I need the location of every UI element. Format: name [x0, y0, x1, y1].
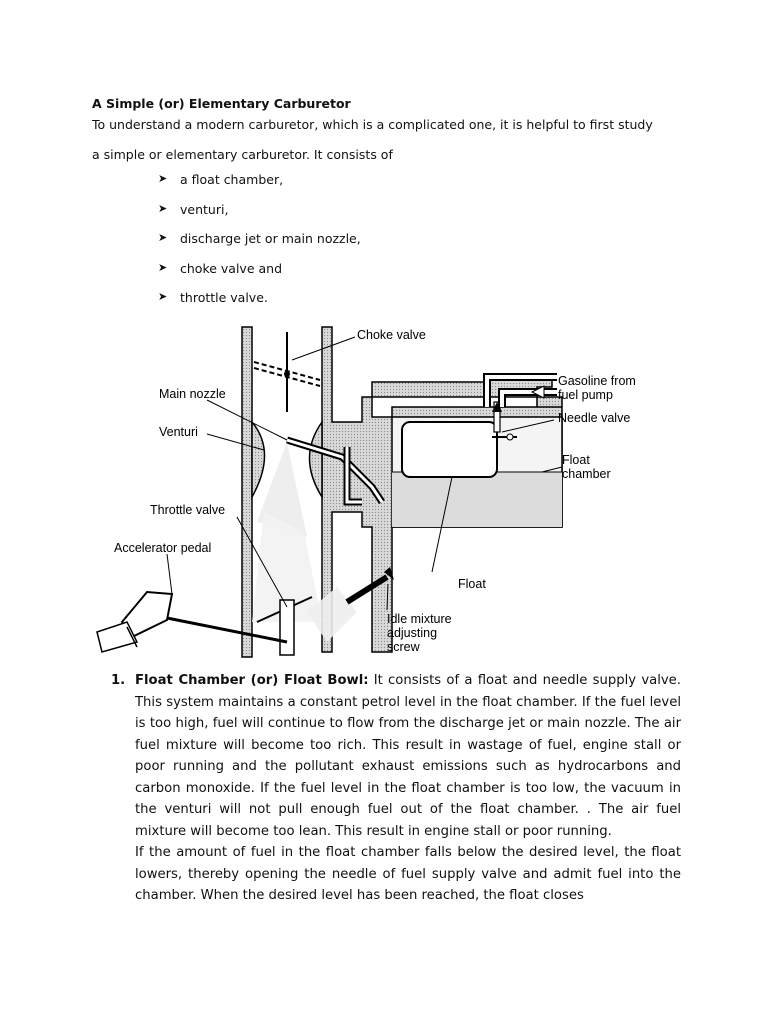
- arrow-bullet-icon: ➤: [158, 172, 168, 185]
- carburetor-diagram: Choke valve Gasoline from fuel pump Need…: [96, 326, 636, 658]
- intro-line-1: To understand a modern carburetor, which…: [92, 117, 653, 132]
- list-item: ➤choke valve and: [158, 260, 283, 276]
- needle-valve: [492, 401, 517, 441]
- label-idle-line1: Idle mixture: [387, 612, 452, 626]
- throttle-linkage: [96, 590, 295, 656]
- section-heading: Float Chamber (or) Float Bowl:: [135, 673, 369, 688]
- arrow-bullet-icon: ➤: [158, 231, 168, 244]
- arrow-bullet-icon: ➤: [158, 201, 168, 215]
- list-item: ➤venturi,: [158, 201, 229, 217]
- fuel-spray: [252, 442, 357, 642]
- main-nozzle-tube: [285, 436, 385, 506]
- label-venturi: Venturi: [159, 425, 198, 439]
- choke-valve: [253, 332, 321, 412]
- list-item: ➤ discharge jet or main nozzle,: [158, 231, 361, 246]
- label-float: Float: [458, 577, 486, 591]
- list-item: ➤throttle valve.: [158, 290, 268, 305]
- idle-mixture-screw: [345, 567, 394, 605]
- label-main-nozzle: Main nozzle: [159, 387, 226, 401]
- arrow-bullet-icon: ➤: [158, 290, 168, 303]
- label-idle-line2: adjusting: [387, 626, 437, 640]
- label-accelerator-pedal: Accelerator pedal: [114, 541, 211, 555]
- label-float-chamber-line2: chamber: [562, 467, 611, 481]
- inlet-arrow-icon: [530, 385, 545, 399]
- arrow-bullet-icon: ➤: [158, 260, 168, 274]
- intro-line-2: a simple or elementary carburetor. It co…: [92, 147, 393, 162]
- label-needle-valve: Needle valve: [558, 411, 630, 425]
- section-paragraph-2: If the amount of fuel in the float chamb…: [135, 845, 681, 903]
- list-item: ➤a float chamber,: [158, 172, 284, 187]
- label-gasoline-line2: fuel pump: [558, 388, 613, 402]
- page-title: A Simple (or) Elementary Carburetor: [92, 96, 351, 111]
- section-float-chamber: 1. Float Chamber (or) Float Bowl: It con…: [111, 670, 681, 907]
- barrel-left-wall: [241, 326, 266, 658]
- component-list: ➤a float chamber, ➤venturi, ➤ discharge …: [158, 172, 361, 320]
- label-idle-line3: screw: [387, 640, 421, 654]
- label-throttle-valve: Throttle valve: [150, 503, 225, 517]
- float: [401, 421, 498, 478]
- section-paragraph-1: Float Chamber (or) Float Bowl: It consis…: [135, 673, 681, 839]
- leader-lines: [166, 336, 563, 611]
- label-gasoline-line1: Gasoline from: [558, 374, 636, 388]
- section-body: Float Chamber (or) Float Bowl: It consis…: [135, 670, 681, 907]
- label-choke-valve: Choke valve: [357, 328, 426, 342]
- section-number: 1.: [111, 673, 126, 688]
- label-float-chamber-line1: Float: [562, 453, 590, 467]
